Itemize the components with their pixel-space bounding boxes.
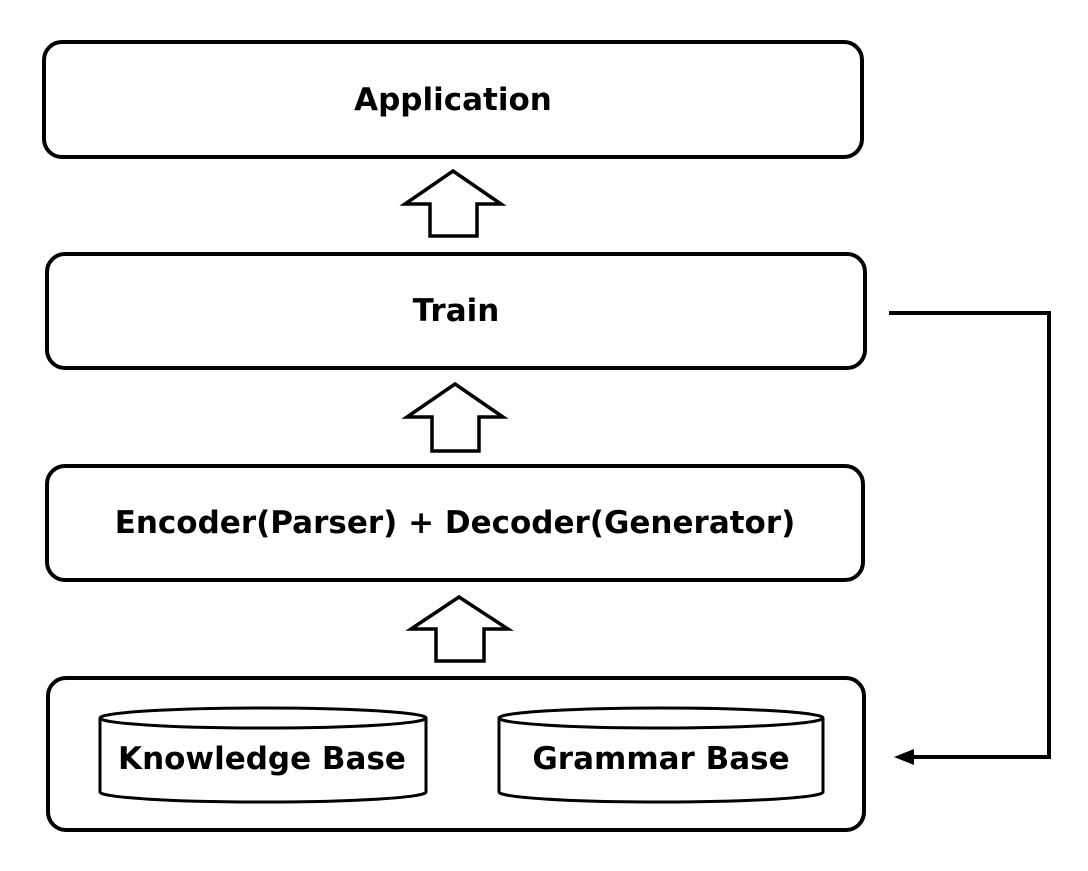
- up-arrow-icon: [401, 381, 509, 453]
- grammar-base-label: Grammar Base: [532, 741, 790, 777]
- train-layer-box: Train: [45, 252, 867, 370]
- application-label: Application: [354, 81, 552, 118]
- application-layer-box: Application: [42, 40, 864, 159]
- encoder-decoder-label: Encoder(Parser) + Decoder(Generator): [114, 505, 796, 541]
- encoder-decoder-layer-box: Encoder(Parser) + Decoder(Generator): [45, 464, 865, 582]
- up-arrow-icon: [399, 168, 507, 238]
- knowledge-base-label: Knowledge Base: [118, 741, 406, 777]
- train-label: Train: [412, 293, 500, 329]
- up-arrow-icon: [405, 594, 514, 663]
- feedback-arrow-icon: [889, 311, 1051, 765]
